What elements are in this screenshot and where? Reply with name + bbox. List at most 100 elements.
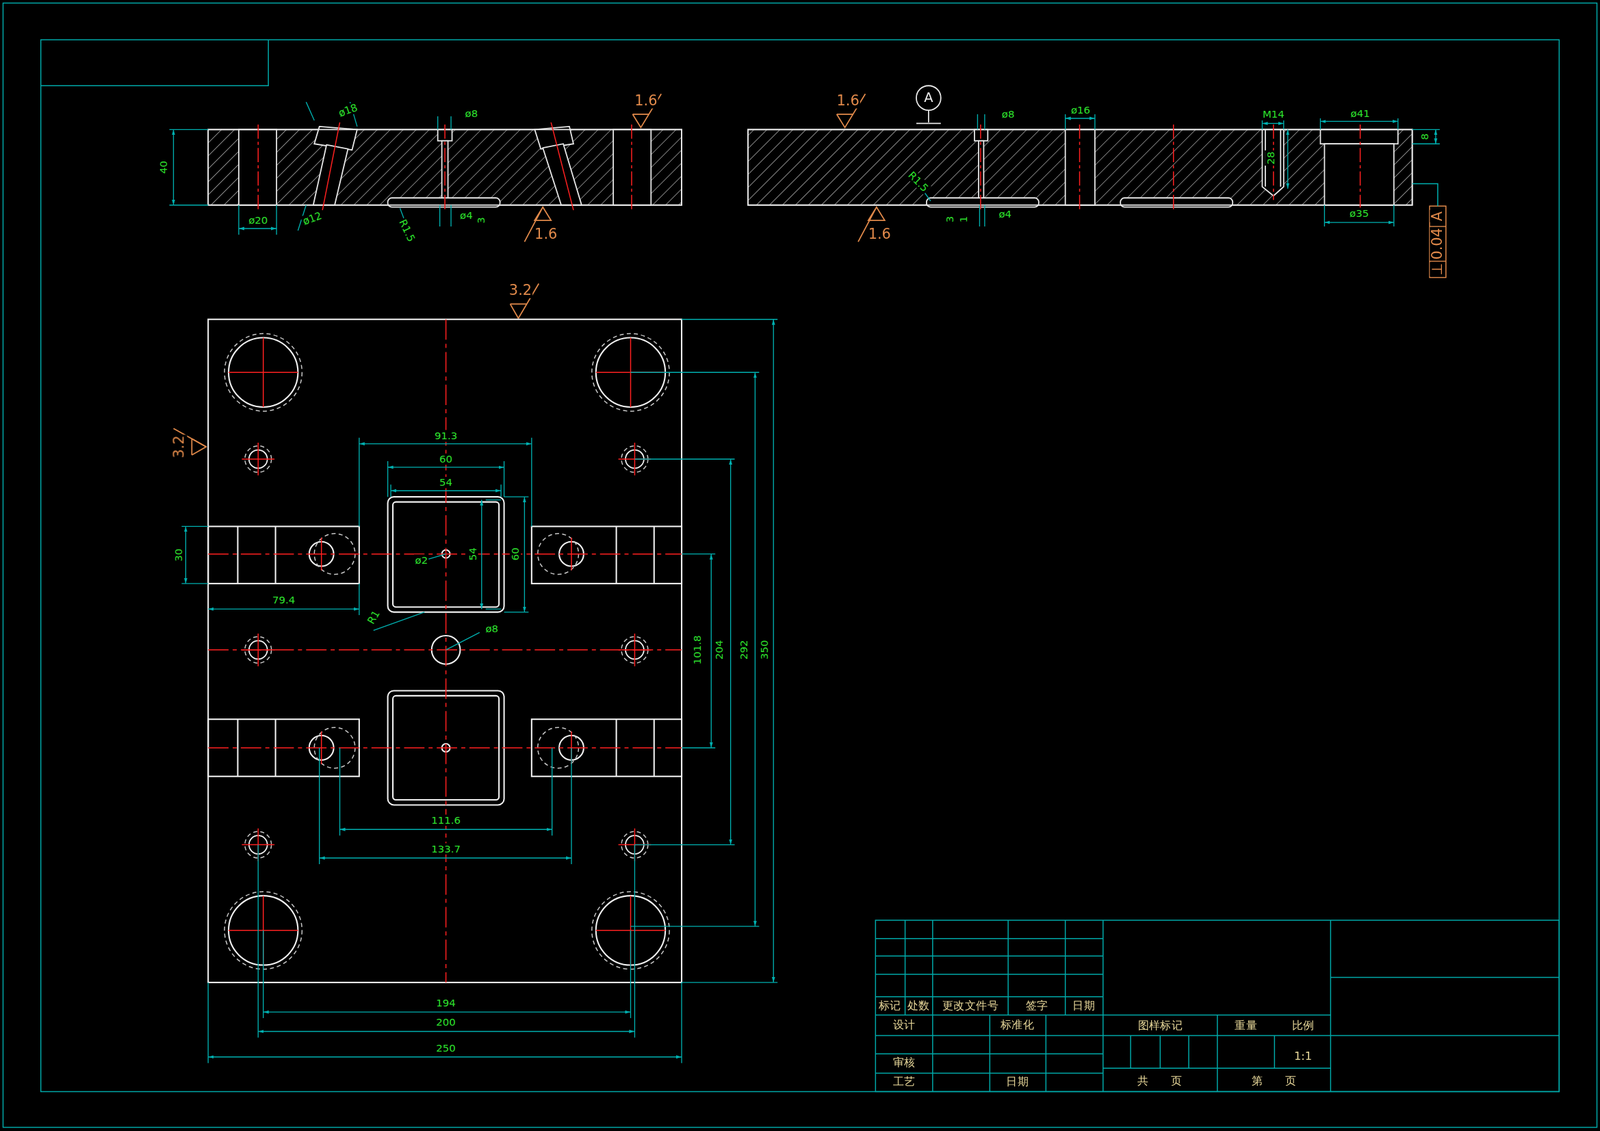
roughness-symbol — [173, 93, 885, 456]
section-view-right — [1320, 129, 1398, 144]
drawing-frame — [41, 39, 269, 86]
surface-roughness-value: 1.6 — [867, 226, 892, 243]
title-block-cell: 更改文件号 — [941, 999, 1000, 1013]
surface-roughness-value: 1.6 — [835, 93, 861, 109]
dimension-line — [319, 747, 572, 865]
title-block-cell: 标准化 — [999, 1019, 1036, 1032]
plan-view — [275, 526, 277, 584]
title-block-cell: 页 — [1170, 1075, 1184, 1089]
dimension-line — [388, 466, 505, 468]
dimension-line — [1261, 123, 1284, 124]
dimension-text: ø41 — [1349, 107, 1371, 119]
section-view-right — [1120, 197, 1233, 207]
center-line — [444, 124, 445, 211]
title-block-cell: 日期 — [1005, 1076, 1030, 1089]
title-block-cell: 设计 — [891, 1019, 917, 1032]
drawing-frame — [41, 39, 1560, 1092]
roughness-symbol — [191, 438, 206, 456]
datum-symbol — [916, 85, 941, 124]
section-view-right — [926, 197, 1039, 207]
title-block-cell: 图样标记 — [1136, 1020, 1184, 1033]
dimension-text: 54 — [466, 546, 478, 562]
dimension-text: ø18 — [336, 101, 360, 120]
dimension-text: 60 — [509, 546, 521, 562]
dimension-line — [169, 101, 1440, 1064]
title-block-cell: 共 — [1136, 1075, 1150, 1089]
dimension-text: ø20 — [247, 214, 269, 226]
dimension-line — [359, 443, 532, 445]
surface-roughness-value: 0.04 — [1429, 227, 1446, 261]
dimension-line — [208, 1056, 682, 1058]
plan-view — [236, 526, 239, 584]
dimension-line — [359, 437, 532, 527]
dimension-text: 200 — [435, 1016, 457, 1028]
title-block-cell: 比例 — [1290, 1020, 1316, 1033]
dimension-text: 204 — [713, 639, 725, 661]
plan-view — [615, 526, 618, 584]
surface-roughness-value: 3.2 — [171, 434, 188, 460]
tolerance-frame — [1429, 205, 1447, 278]
center-line — [257, 124, 258, 211]
title-block-cell: 1:1 — [1292, 1051, 1313, 1064]
dimension-text: R1.5 — [905, 169, 932, 196]
title-block-cell: 日期 — [1071, 999, 1097, 1013]
dimension-text: ø35 — [1348, 207, 1371, 219]
dimension-text: 8 — [1418, 132, 1430, 141]
datum-letter: A — [923, 90, 935, 105]
dimension-text: 194 — [435, 997, 457, 1009]
section-view-left — [388, 197, 501, 207]
dimension-line — [319, 857, 572, 859]
dimension-line — [238, 227, 277, 229]
surface-roughness-value: 1.6 — [533, 226, 559, 243]
title-block-cell: 签字 — [1024, 999, 1050, 1013]
dimension-line — [340, 829, 553, 831]
dimension-text: R1 — [364, 607, 383, 627]
tolerance-frame — [1412, 183, 1447, 278]
dimension-line — [208, 845, 682, 1064]
dimension-line — [1065, 114, 1440, 227]
dimension-text: 3 — [474, 216, 486, 225]
dimension-text: 350 — [758, 639, 770, 661]
dimension-text: R1.5 — [396, 216, 419, 245]
dimension-line — [730, 459, 731, 846]
dimension-text: ø4 — [997, 208, 1013, 220]
dimension-text: ø8 — [484, 622, 500, 634]
section-view-right — [1279, 129, 1282, 187]
center-line — [321, 537, 572, 765]
section-view-right — [1261, 129, 1284, 196]
center-line — [322, 122, 340, 211]
tolerance-frame — [1412, 183, 1438, 206]
dimension-text: ø2 — [414, 554, 430, 566]
datum-symbol — [916, 85, 941, 111]
surface-roughness-value: 1.6 — [633, 93, 659, 109]
title-block-cell: 处数 — [906, 999, 931, 1013]
dimension-text: 40 — [157, 160, 169, 176]
dimension-text: 3 — [944, 214, 956, 224]
center-line — [979, 124, 981, 211]
dimension-text: M14 — [1261, 108, 1286, 120]
surface-roughness-value: 3.2 — [507, 282, 533, 299]
dimension-text: 133.7 — [430, 843, 462, 855]
title-block — [875, 920, 1559, 1092]
section-view-left — [542, 143, 582, 205]
dimension-line — [257, 1031, 635, 1032]
dimension-text: 101.8 — [691, 634, 703, 666]
dimension-text: 91.3 — [433, 429, 459, 441]
dimension-line — [169, 129, 452, 235]
title-block — [875, 920, 1559, 1092]
dimension-line — [1324, 221, 1394, 223]
center-line — [980, 124, 1361, 211]
dimension-line — [524, 496, 525, 612]
dimension-text: 30 — [173, 547, 185, 563]
dimension-text: ø8 — [1000, 108, 1016, 120]
dimension-line — [185, 526, 187, 584]
dimension-line — [1287, 129, 1288, 189]
dimension-line — [390, 490, 501, 492]
center-line — [1172, 124, 1174, 211]
dimension-line — [754, 372, 756, 927]
center-line — [228, 338, 666, 966]
title-block-cell: 第 — [1250, 1075, 1264, 1089]
